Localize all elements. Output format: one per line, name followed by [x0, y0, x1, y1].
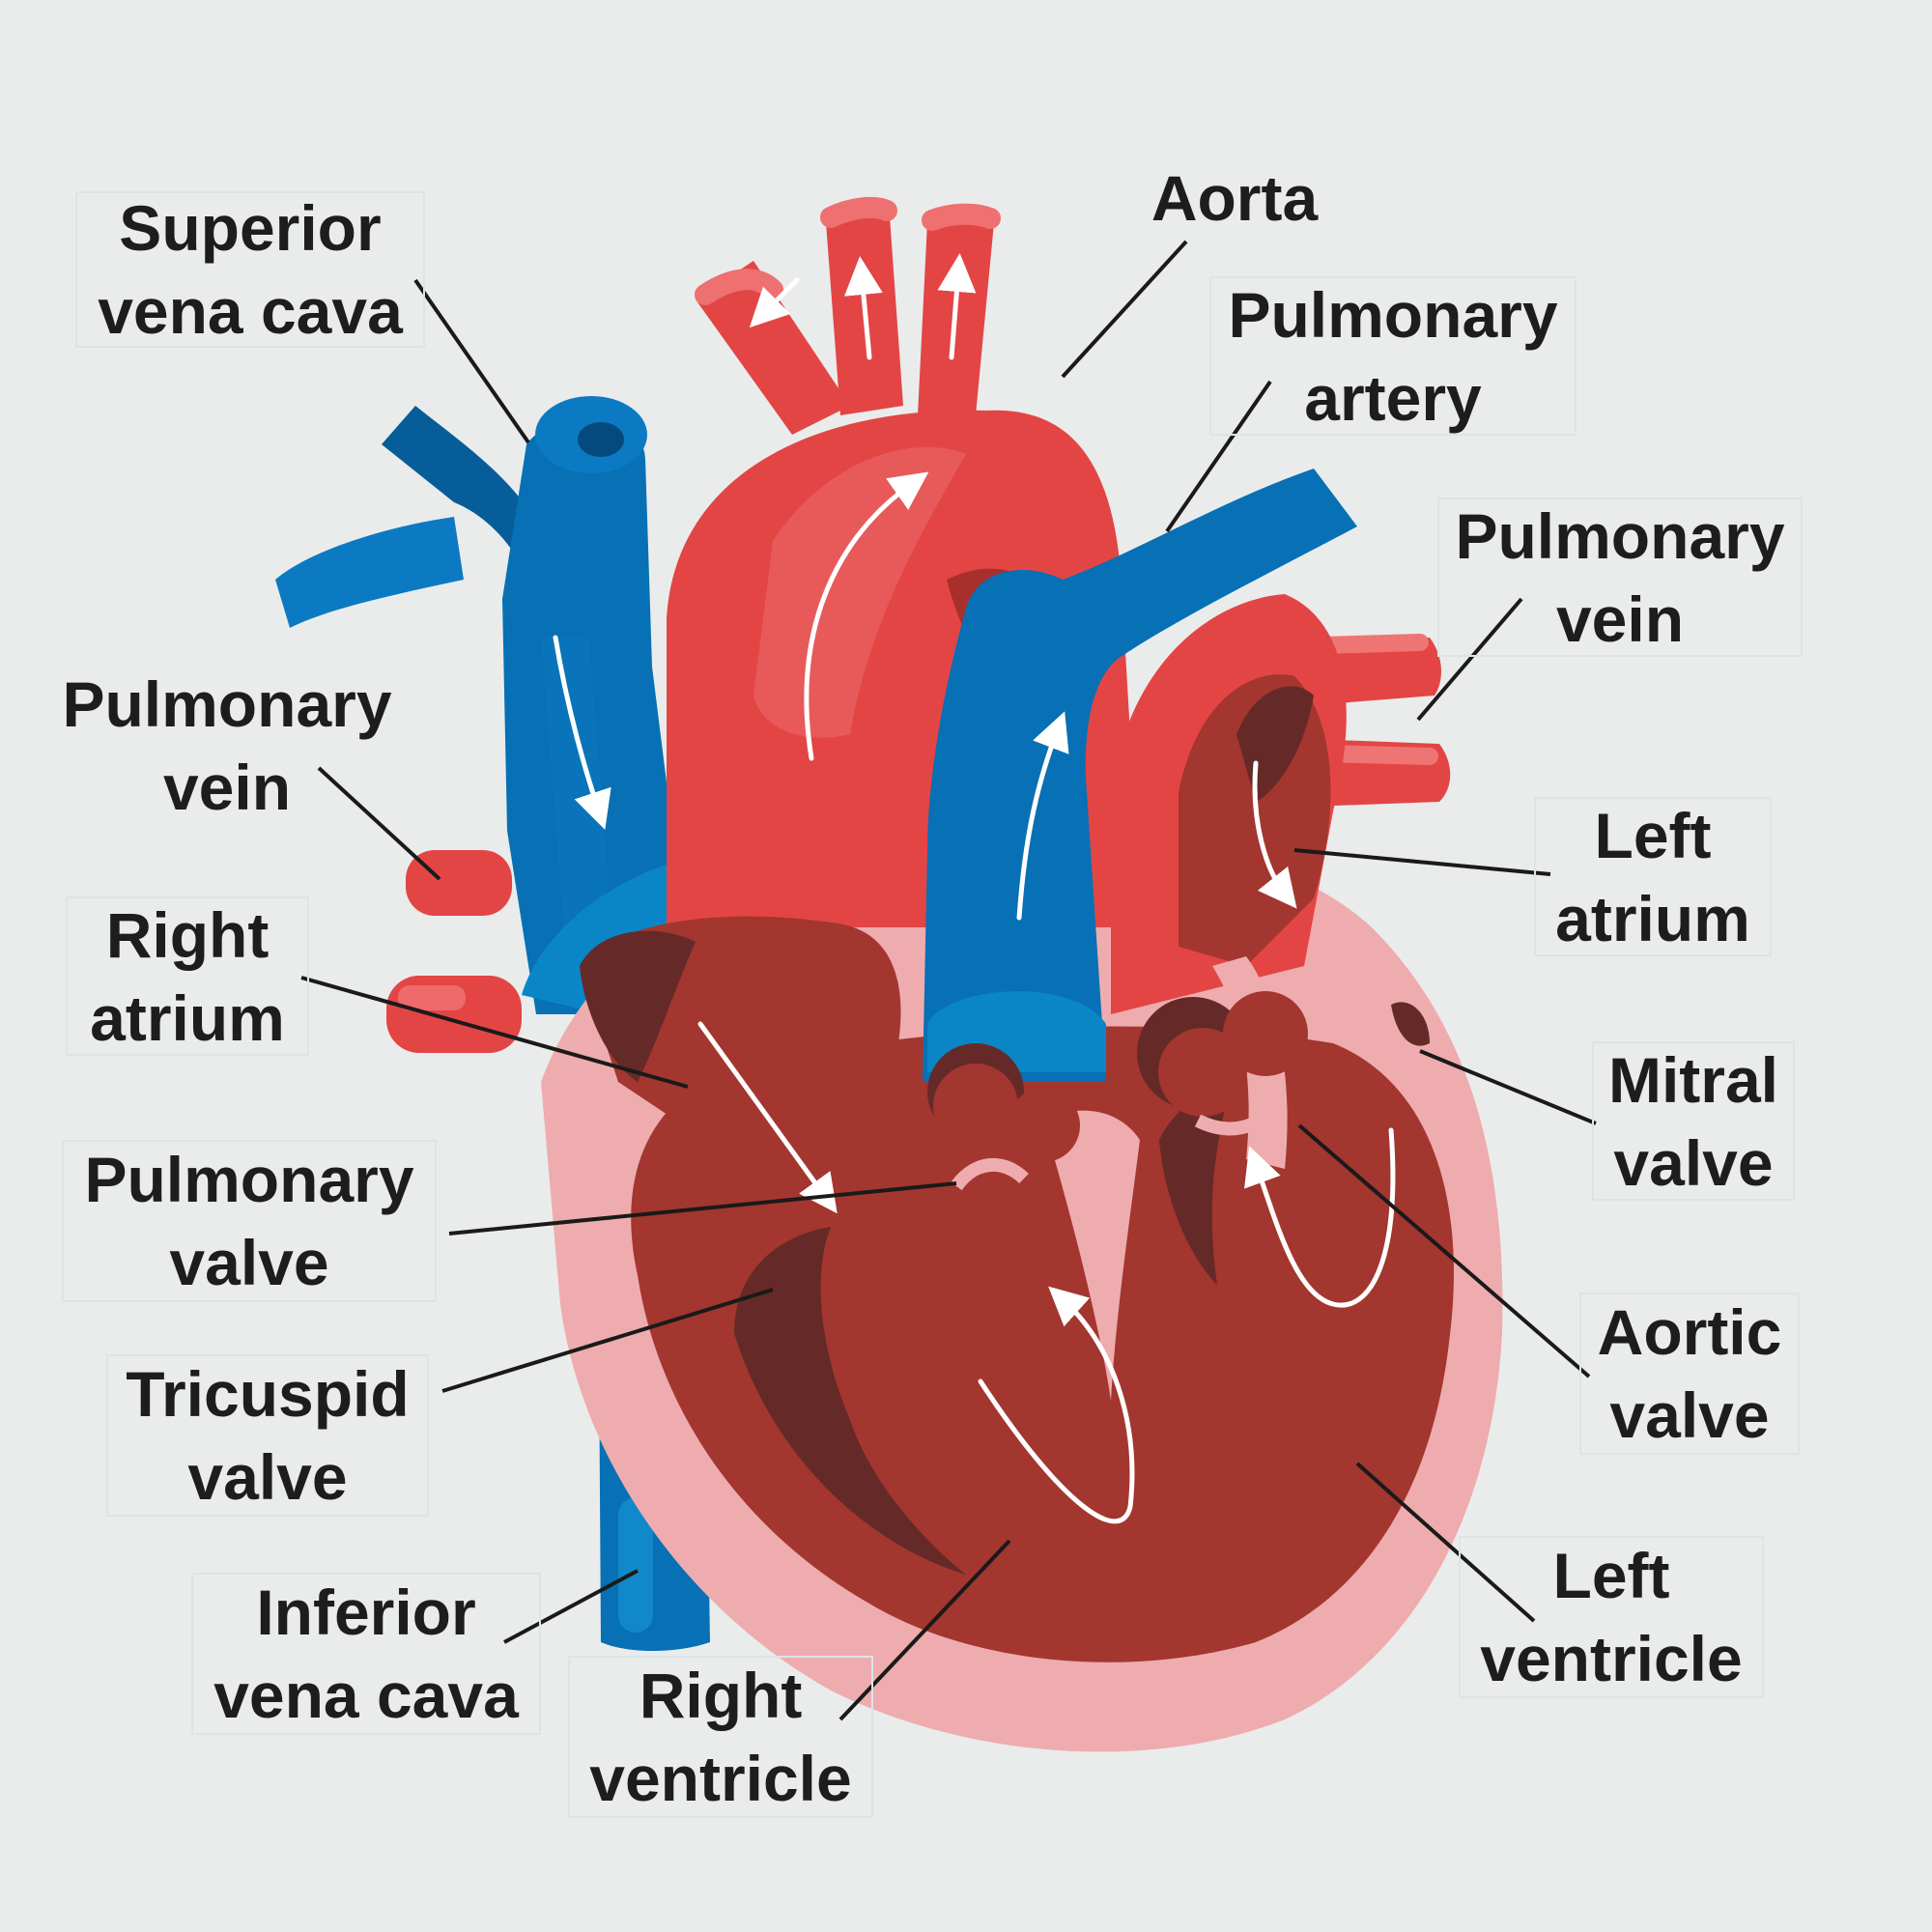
pulmonary-vein-right-label: Pulmonary vein [1437, 497, 1803, 657]
right-atrium-label-line2: atrium [90, 981, 285, 1054]
pulmonary-valve-label: Pulmonary valve [62, 1140, 437, 1302]
pulmonary-valve-shape [927, 1043, 1080, 1191]
mitral-valve-label: Mitral valve [1592, 1041, 1795, 1201]
leader-lines [300, 240, 1597, 1721]
left-atrium-label: Left atrium [1534, 797, 1772, 956]
flow-arrows [553, 253, 1396, 1524]
pulmonary-artery-label: Pulmonary artery [1209, 276, 1577, 436]
left-atrium-label-line2: atrium [1555, 882, 1750, 954]
aortic-valve-shape [1137, 991, 1308, 1136]
left-ventricle-label: Left ventricle [1459, 1536, 1764, 1698]
aortic-valve-label-line2: valve [1609, 1379, 1770, 1451]
right-atrium-label: Right atrium [66, 896, 309, 1056]
right-ventricle-label: Right ventricle [568, 1656, 873, 1818]
pulmonary-vein-left-vessel [1309, 634, 1451, 807]
inferior-vena-cava-label-line2: vena cava [213, 1660, 519, 1731]
interventricular-septum [1043, 1110, 1140, 1401]
left-ventricle-label-line1: Left [1552, 1540, 1670, 1611]
mitral-valve-label-line2: valve [1613, 1126, 1774, 1199]
left-atrium-label-line1: Left [1594, 799, 1712, 871]
pulmonary-valve-label-line2: valve [169, 1227, 329, 1298]
right-ventricle-label-line1: Right [639, 1660, 803, 1731]
pulmonary-vein-right-label-line2: vein [1555, 582, 1685, 655]
pulmonary-artery-label-line1: Pulmonary [1228, 278, 1558, 351]
tricuspid-valve-label: Tricuspid valve [106, 1354, 429, 1517]
superior-vena-cava-label: Superior vena cava [75, 191, 425, 348]
inferior-vena-cava-label: Inferior vena cava [191, 1573, 541, 1735]
pulmonary-artery-label-line2: artery [1304, 361, 1482, 434]
pulmonary-vein-left-label: Pulmonary vein [39, 663, 415, 829]
mitral-valve-label-line1: Mitral [1607, 1043, 1779, 1116]
pulmonary-vein-right-vessel [386, 850, 522, 1053]
right-atrium-label-line1: Right [105, 898, 270, 971]
right-ventricle-label-line2: ventricle [589, 1743, 852, 1814]
superior-vena-cava-label-line2: vena cava [98, 275, 403, 347]
tricuspid-valve-label-line1: Tricuspid [126, 1358, 410, 1430]
aorta-label: Aorta [1138, 156, 1331, 240]
inferior-vena-cava-label-line1: Inferior [256, 1577, 476, 1648]
superior-vena-cava-label-line1: Superior [119, 192, 382, 264]
tricuspid-valve-label-line2: valve [187, 1441, 348, 1513]
aortic-valve-label: Aortic valve [1579, 1293, 1800, 1455]
aortic-valve-label-line1: Aortic [1597, 1296, 1782, 1368]
pulmonary-valve-label-line1: Pulmonary [84, 1144, 414, 1215]
pulmonary-vein-right-label-line1: Pulmonary [1455, 499, 1785, 572]
pulmonary-vein-left-label-line2: vein [162, 752, 292, 823]
aorta-label-line1: Aorta [1151, 162, 1319, 234]
left-ventricle-label-line2: ventricle [1480, 1623, 1743, 1694]
pulmonary-vein-left-label-line1: Pulmonary [62, 668, 392, 740]
